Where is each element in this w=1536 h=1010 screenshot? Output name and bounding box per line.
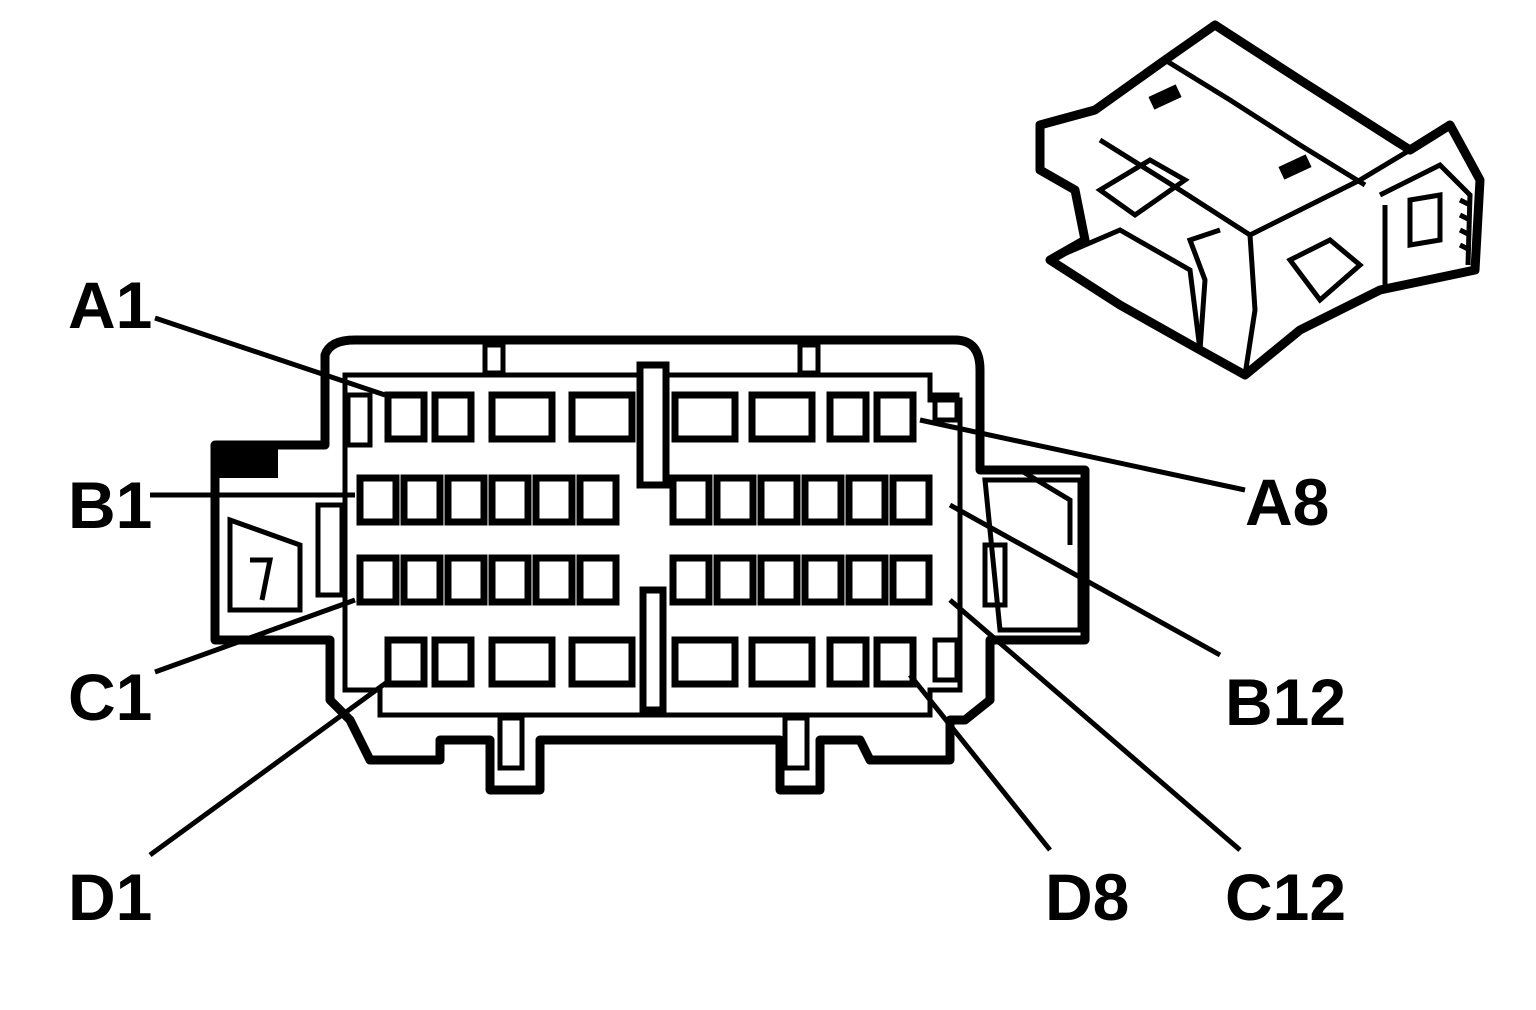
leader-d1 (148, 677, 392, 858)
leader-c1 (154, 597, 356, 675)
cavity-c2 (400, 554, 444, 606)
cavity-b8 (713, 474, 757, 526)
cavity-c12 (889, 554, 933, 606)
leader-b12 (948, 502, 1222, 658)
cavity-a6 (748, 391, 816, 443)
cavity-c4 (488, 554, 532, 606)
cavity-d6 (748, 636, 816, 688)
cavity-grid (356, 391, 933, 688)
leader-a1 (154, 315, 386, 398)
leader-lines (148, 315, 1246, 858)
leader-d8 (908, 673, 1052, 852)
cavity-c10 (801, 554, 845, 606)
cavity-b9 (757, 474, 801, 526)
cavity-b5 (532, 474, 576, 526)
cavity-c3 (444, 554, 488, 606)
label-a8: A8 (1245, 465, 1329, 539)
cavity-b10 (801, 474, 845, 526)
cavity-b11 (845, 474, 889, 526)
cavity-a7 (826, 391, 870, 443)
connector-face (210, 335, 1090, 795)
cavity-b4 (488, 474, 532, 526)
label-b12: B12 (1225, 665, 1346, 739)
cavity-c7 (669, 554, 713, 606)
label-c12: C12 (1225, 860, 1346, 934)
label-a1: A1 (68, 268, 152, 342)
cavity-c8 (713, 554, 757, 606)
cavity-b12 (889, 474, 933, 526)
cavity-b2 (400, 474, 444, 526)
cavity-a1 (384, 391, 428, 443)
label-b1: B1 (68, 468, 152, 542)
label-c1: C1 (68, 660, 152, 734)
cavity-c5 (532, 554, 576, 606)
cavity-c11 (845, 554, 889, 606)
cavity-b3 (444, 474, 488, 526)
label-d8: D8 (1045, 860, 1129, 934)
label-d1: D1 (68, 860, 152, 934)
cavity-a5 (671, 391, 739, 443)
connector-isometric-icon (1035, 20, 1485, 380)
cavity-d8 (873, 636, 917, 688)
cavity-b6 (576, 474, 620, 526)
cavity-d4 (568, 636, 636, 688)
cavity-b1 (356, 474, 400, 526)
cavity-c9 (757, 554, 801, 606)
cavity-a2 (431, 391, 475, 443)
cavity-a4 (568, 391, 636, 443)
cavity-b7 (669, 474, 713, 526)
cavity-d5 (671, 636, 739, 688)
cavity-c6 (576, 554, 620, 606)
cavity-c1 (356, 554, 400, 606)
cavity-d7 (826, 636, 870, 688)
leader-c12 (948, 598, 1242, 852)
cavity-d3 (488, 636, 556, 688)
cavity-a8 (873, 391, 917, 443)
cavity-a3 (488, 391, 556, 443)
leader-a8 (919, 417, 1246, 493)
cavity-d2 (431, 636, 475, 688)
cavity-d1 (384, 636, 428, 688)
